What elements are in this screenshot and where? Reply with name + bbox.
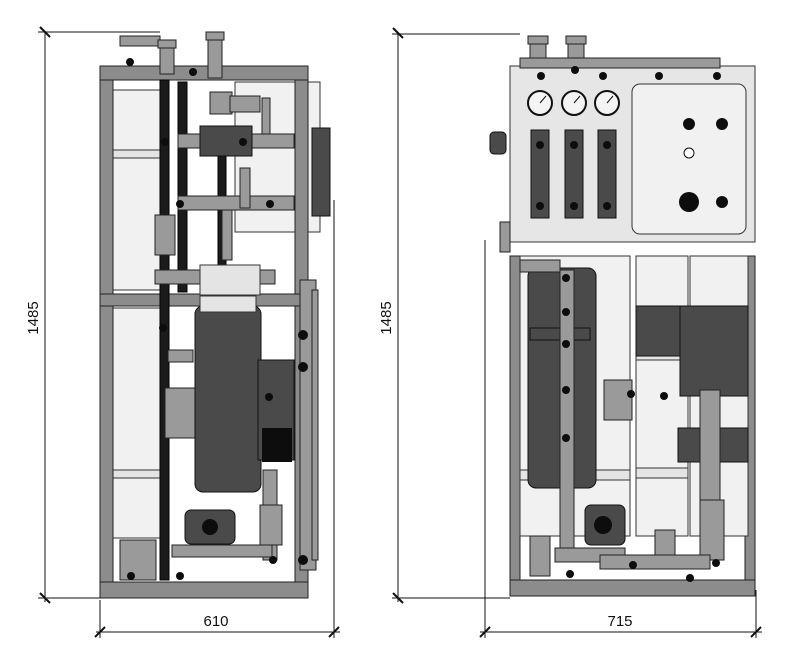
- flow-meter-3: [597, 129, 617, 219]
- front-view-width-label: 715: [607, 613, 632, 630]
- control-indicator-light-4: [716, 196, 728, 208]
- side-cartridge-filter: [194, 305, 262, 493]
- side-view-height-dimension: 1485: [25, 26, 160, 604]
- control-indicator-light-2: [716, 118, 728, 130]
- side-frame-left-post: [99, 65, 114, 599]
- front-frame-left-post: [509, 255, 521, 597]
- side-view-height-label: 1485: [25, 301, 42, 334]
- control-indicator-light-1: [683, 118, 695, 130]
- side-pipe-dark-mid: [177, 81, 188, 293]
- side-control-box: [311, 127, 331, 217]
- side-view: [99, 31, 331, 599]
- side-membrane-vessel-lower: [112, 307, 162, 539]
- front-view-width-dimension: 715: [479, 240, 762, 638]
- flow-meter-1: [530, 129, 550, 219]
- front-frame-bottom-rail: [509, 579, 756, 597]
- side-membrane-vessel-upper: [112, 89, 162, 291]
- front-view-height-dimension: 1485: [378, 27, 520, 604]
- front-view-height-label: 1485: [378, 301, 395, 334]
- control-indicator-light-3: [683, 147, 695, 159]
- flow-meter-2: [564, 129, 584, 219]
- side-frame-bottom-rail: [99, 581, 309, 599]
- side-frame-top-rail: [99, 65, 309, 81]
- side-view-width-label: 610: [203, 613, 228, 630]
- front-view: [489, 35, 756, 597]
- side-view-width-dimension: 610: [94, 200, 340, 638]
- main-switch: [679, 192, 699, 212]
